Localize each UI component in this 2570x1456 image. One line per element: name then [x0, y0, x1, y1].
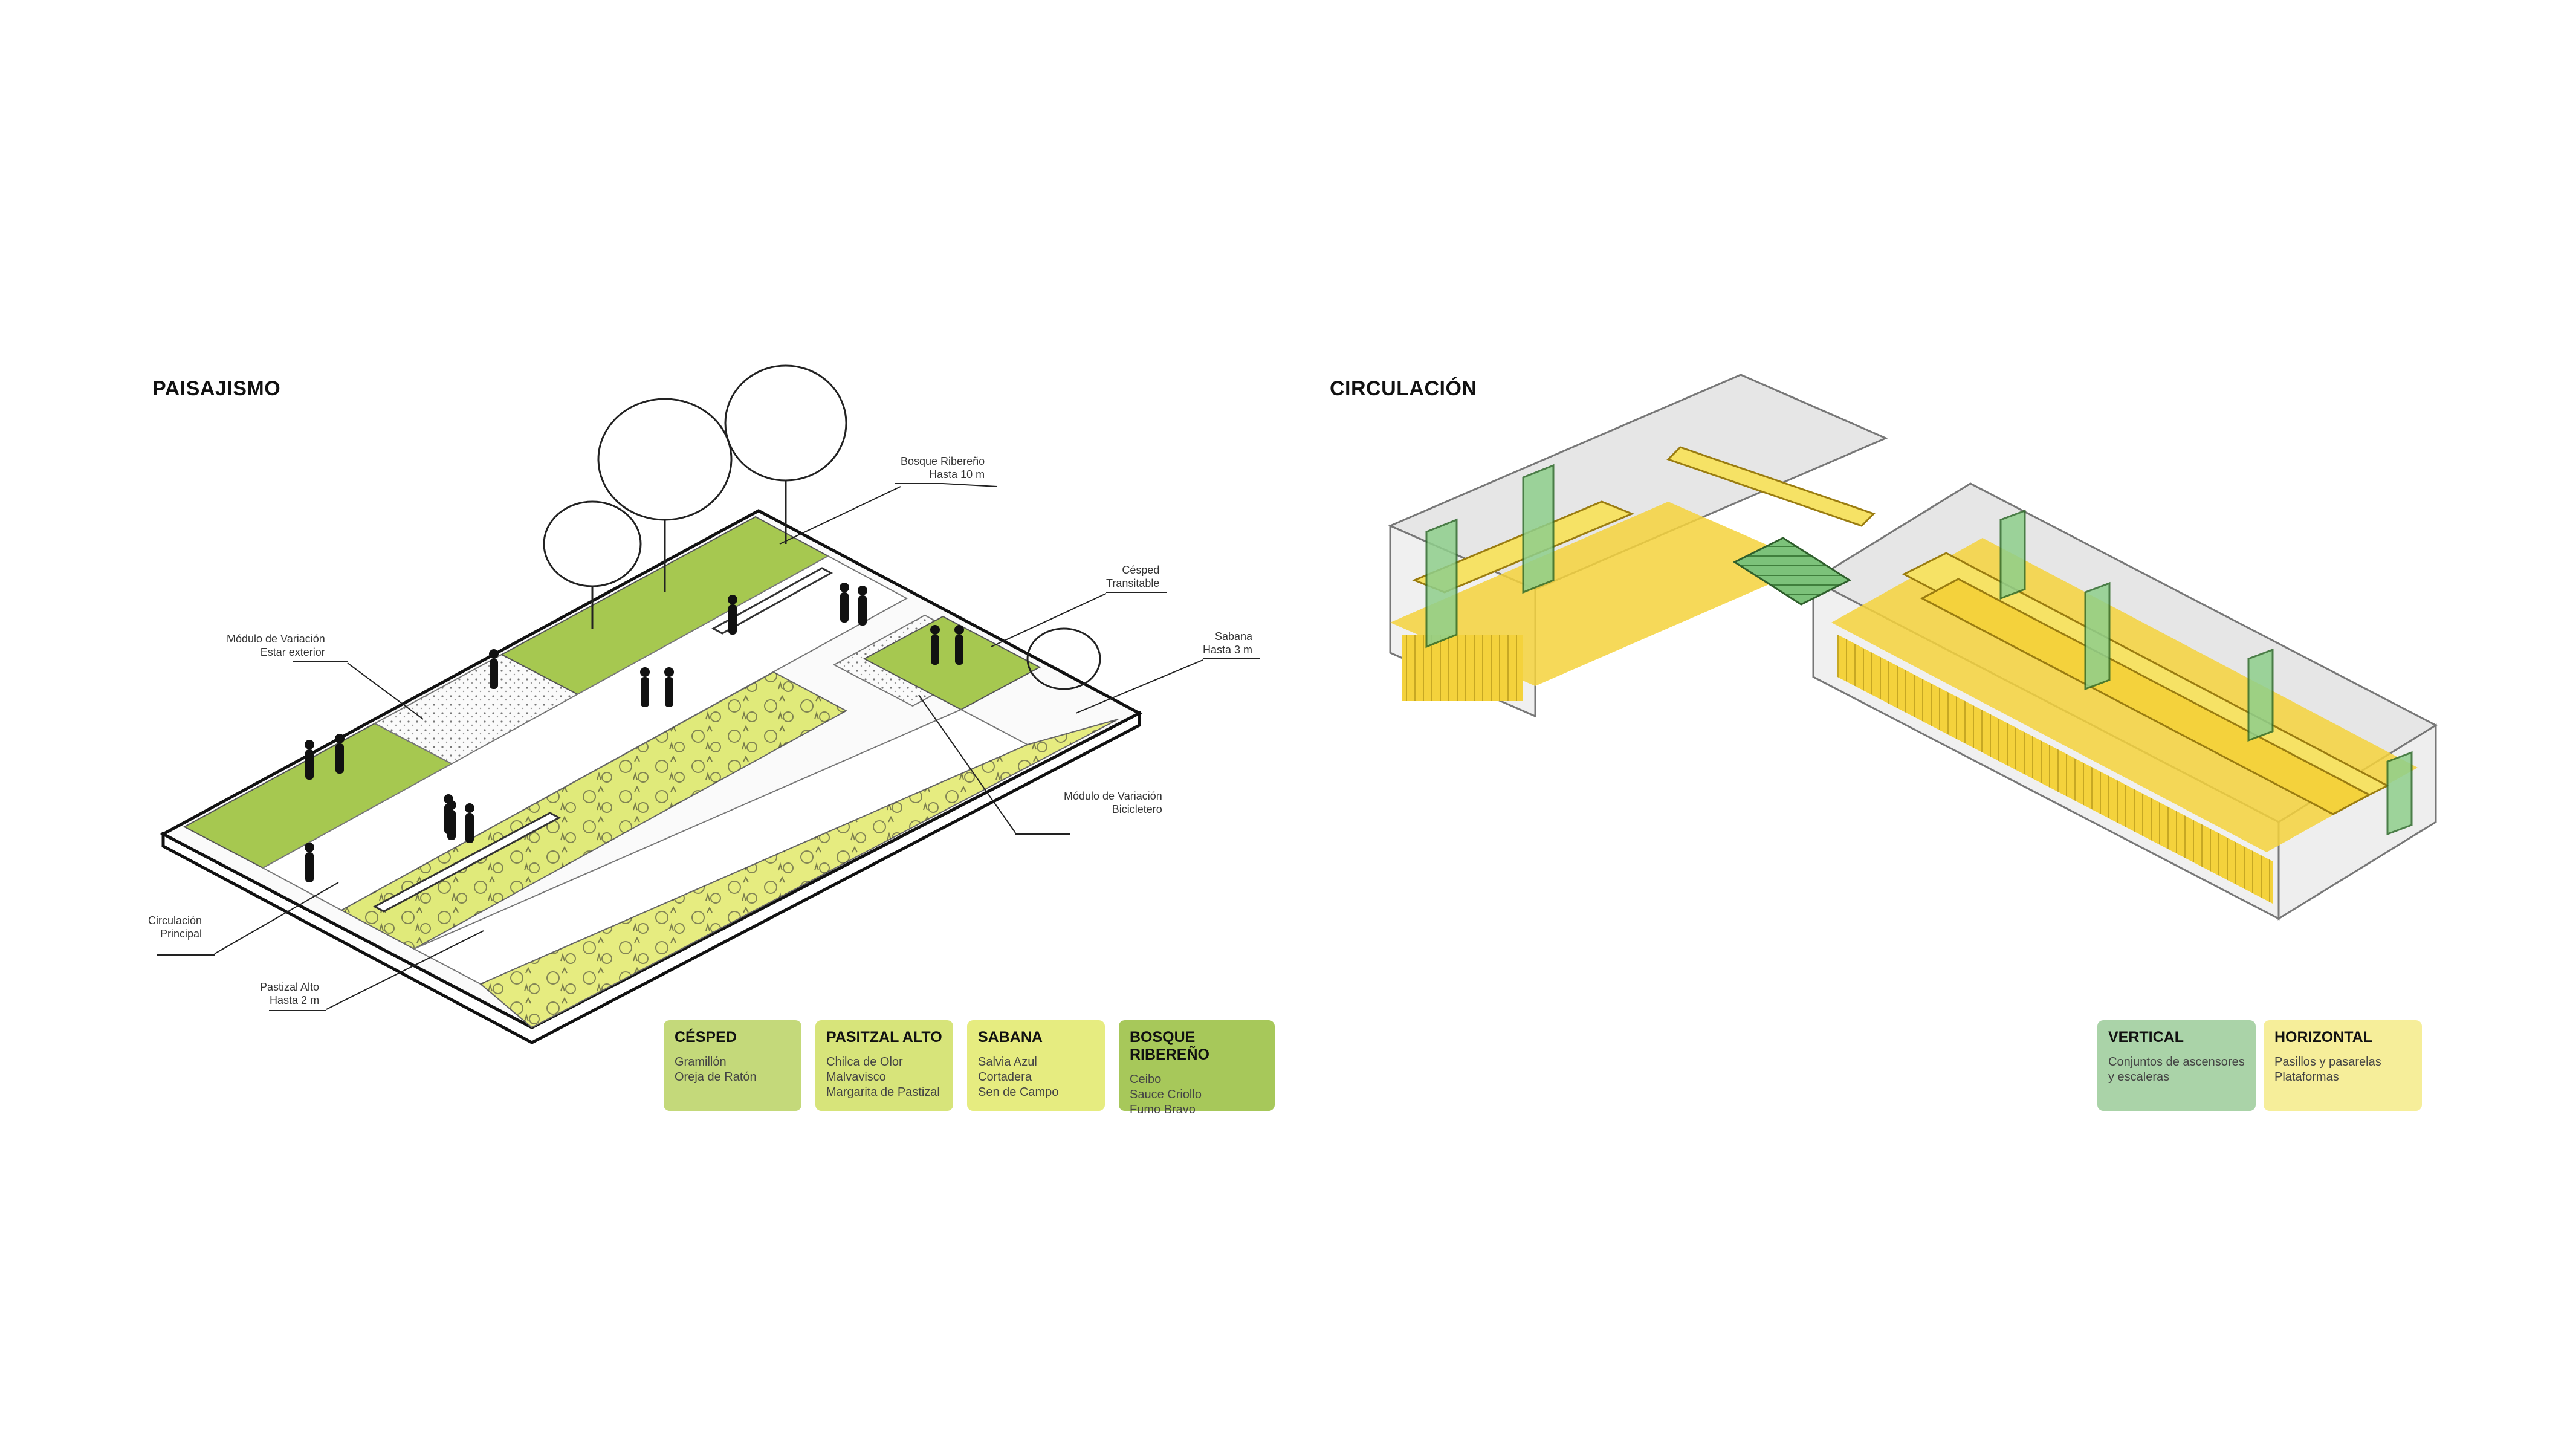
bench	[372, 812, 562, 913]
vertical-core	[2247, 648, 2274, 742]
connector-stair	[1732, 537, 1852, 606]
sabana-shrubs	[481, 719, 1118, 1027]
callout-line: Circulación	[148, 914, 202, 927]
callout-line: Módulo de Variación	[227, 633, 325, 645]
callout-modulo-bicicletero: Módulo de Variación Bicicletero	[1064, 789, 1162, 816]
legend-title: VERTICAL	[2108, 1029, 2184, 1046]
circulacion-title: CIRCULACIÓN	[1330, 377, 1477, 400]
callout-line: Hasta 10 m	[929, 468, 985, 480]
legend-horizontal: HORIZONTAL Pasillos y pasarelas Platafor…	[2264, 1020, 2422, 1111]
callout-line: Pastizal Alto	[260, 981, 320, 993]
callout-line: Hasta 3 m	[1203, 644, 1253, 656]
right-wing-slats	[1837, 635, 2273, 904]
callout-line: Estar exterior	[260, 646, 325, 658]
paisajismo-title: PAISAJISMO	[152, 377, 281, 400]
vertical-core	[1999, 509, 2026, 600]
tree-canopy	[543, 500, 642, 587]
callout-pastizal-alto: Pastizal Alto Hasta 2 m	[260, 980, 319, 1007]
legend-item: Sen de Campo	[978, 1086, 1059, 1099]
legend-item: Margarita de Pastizal	[826, 1086, 940, 1099]
bench	[711, 567, 833, 635]
paisajismo-diagram	[157, 364, 1260, 1044]
legend-item: Conjuntos de ascensores	[2108, 1055, 2245, 1069]
legend-item: y escaleras	[2108, 1070, 2170, 1084]
callout-line: Transitable	[1106, 577, 1160, 589]
legend-item: Ceibo	[1130, 1073, 1162, 1086]
legend-title: BOSQUE RIBEREÑO	[1130, 1029, 1209, 1063]
legend-item: Gramillón	[675, 1055, 727, 1069]
leader-lines	[157, 483, 1260, 1011]
legend-item: Plataformas	[2274, 1070, 2339, 1084]
vertical-core	[1522, 464, 1555, 594]
legend-item: Cortadera	[978, 1070, 1032, 1084]
tree-canopy	[597, 398, 733, 521]
callout-line: Césped	[1122, 564, 1160, 576]
circulacion-diagram	[1388, 374, 2438, 921]
callout-bosque-ribereno: Bosque Ribereño Hasta 10 m	[901, 455, 985, 481]
legend-item: Sauce Criollo	[1130, 1088, 1202, 1101]
left-wing-slats	[1402, 635, 1523, 701]
legend-vertical: VERTICAL Conjuntos de ascensores y escal…	[2097, 1020, 2256, 1111]
callout-line: Principal	[160, 928, 202, 940]
legend-bosque-ribereno: BOSQUE RIBEREÑO Ceibo Sauce Criollo Fumo…	[1119, 1020, 1275, 1116]
callout-line: Sabana	[1214, 630, 1253, 642]
people	[305, 583, 964, 882]
pastizal-shrubs	[341, 672, 846, 949]
legend-item: Salvia Azul	[978, 1055, 1037, 1069]
callout-line: Hasta 2 m	[270, 994, 320, 1006]
tree-canopy	[1026, 627, 1101, 690]
callout-circulacion-principal: Circulación Principal	[148, 914, 202, 940]
callout-sabana: Sabana Hasta 3 m	[1203, 630, 1252, 656]
callout-line: Bicicletero	[1112, 803, 1162, 815]
legend-title: SABANA	[978, 1029, 1043, 1046]
legend-item: Chilca de Olor	[826, 1055, 903, 1069]
callout-cesped-transitable: Césped Transitable	[1106, 563, 1159, 590]
legend-title: CÉSPED	[675, 1029, 737, 1046]
legend-item: Pasillos y pasarelas	[2274, 1055, 2381, 1069]
vertical-core	[1425, 518, 1458, 649]
callout-modulo-estar: Módulo de Variación Estar exterior	[227, 632, 325, 659]
callout-line: Módulo de Variación	[1064, 790, 1162, 802]
legend-title: PASITZAL ALTO	[826, 1029, 942, 1046]
tree-canopy	[724, 364, 847, 482]
cesped-transitable-area	[863, 615, 1041, 711]
vertical-core	[2084, 581, 2111, 691]
legend-item: Malvavisco	[826, 1070, 886, 1084]
legend-cesped: CÉSPED Gramillón Oreja de Ratón	[664, 1020, 801, 1111]
legend-sabana: SABANA Salvia Azul Cortadera Sen de Camp…	[967, 1020, 1105, 1111]
vertical-cores	[1425, 464, 2413, 836]
legend-item: Oreja de Ratón	[675, 1070, 757, 1084]
legend-pastizal-alto: PASITZAL ALTO Chilca de Olor Malvavisco …	[815, 1020, 953, 1111]
callout-line: Bosque Ribereño	[901, 455, 985, 467]
vertical-core	[2386, 751, 2413, 836]
legend-title: HORIZONTAL	[2274, 1029, 2373, 1046]
trees	[543, 364, 1101, 690]
horizontal-corridors	[1412, 446, 2390, 815]
legend-item: Fumo Bravo	[1130, 1103, 1196, 1116]
